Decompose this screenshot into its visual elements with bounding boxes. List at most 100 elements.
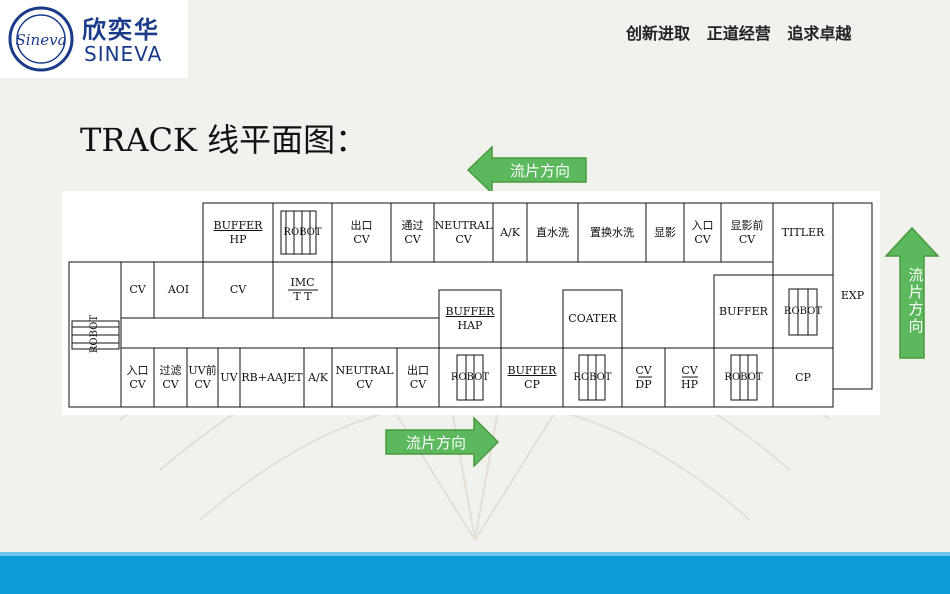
unit-sublabel: CV <box>409 377 427 391</box>
inlet-cv-bottom-unit: 入口 CV <box>121 348 154 407</box>
unit-sublabel: HP <box>229 232 247 246</box>
unit-label: 入口 <box>691 218 714 232</box>
unit-label: ROBOT <box>573 371 612 383</box>
unit-label: CP <box>795 370 811 384</box>
diagram-lines <box>68 202 873 408</box>
unit-sublabel: CV <box>194 377 211 391</box>
brand-name-cn: 欣奕华 <box>82 16 160 44</box>
buffer-hap-unit: BUFFER HAP <box>439 290 501 348</box>
coater-unit: COATER <box>563 290 622 348</box>
inlet-cv-top-unit: 入口 CV <box>684 203 721 262</box>
buffer-cp-unit: BUFFER CP <box>501 348 563 407</box>
unit-sublabel: CV <box>353 232 370 246</box>
footer-bar <box>0 556 950 594</box>
unit-label: ROBOT <box>450 371 490 383</box>
unit-label: BUFFER <box>445 305 495 318</box>
cv-middle-2-unit: CV <box>203 262 273 318</box>
unit-label: 入口 <box>126 363 149 377</box>
neutral-cv-bottom-unit: NEUTRAL CV <box>332 348 397 407</box>
unit-sublabel: CV <box>356 377 373 391</box>
brand-name-en: SINEVA <box>84 42 163 66</box>
logo-script: Sineva <box>15 31 66 49</box>
unit-label: CV <box>129 283 146 296</box>
unit-label: 过滤 <box>159 363 182 377</box>
logo: Sineva 欣奕华 SINEVA <box>0 0 188 78</box>
outlet-cv-top-unit: 出口 CV <box>332 203 391 262</box>
replace-wash-unit: 置换水洗 <box>578 203 646 262</box>
unit-label: NEUTRAL <box>434 218 493 232</box>
unit-label: RB+AAJET <box>241 370 303 384</box>
unit-label: NEUTRAL <box>335 363 394 377</box>
robot-bottom-1-unit: ROBOT <box>439 348 501 407</box>
rb-aajet-unit: RB+AAJET <box>240 348 304 407</box>
unit-label: CV <box>635 363 652 377</box>
robot-top-unit: ROBOT <box>273 203 332 262</box>
uv-unit: UV <box>218 348 240 407</box>
cv-middle-1-unit: CV <box>121 262 154 318</box>
unit-label: TITLER <box>781 226 825 239</box>
unit-label: UV前 <box>188 363 217 377</box>
cv-dp-unit: CV DP <box>622 348 665 407</box>
pre-uv-cv-unit: UV前 CV <box>187 348 218 407</box>
unit-label: A/K <box>308 370 328 384</box>
unit-sublabel: CP <box>524 377 540 391</box>
unit-label: UV <box>220 370 238 384</box>
footer-accent-line <box>0 552 950 556</box>
unit-label: BUFFER <box>213 218 263 232</box>
unit-label: 出口 <box>407 363 429 377</box>
exp-unit: EXP <box>833 203 872 389</box>
unit-label: COATER <box>568 312 617 325</box>
unit-label: ROBOT <box>783 305 823 317</box>
unit-label: 直水洗 <box>536 225 569 239</box>
cp-unit: CP <box>773 348 833 407</box>
buffer-hp-unit: BUFFER HP <box>203 203 273 262</box>
unit-sublabel: CV <box>129 377 146 391</box>
unit-sublabel: CV <box>455 232 472 246</box>
flow-direction-label-bottom: 流片方向 <box>405 433 466 452</box>
direct-wash-unit: 直水洗 <box>527 203 578 262</box>
unit-sublabel: T T <box>293 290 312 303</box>
imc-unit: IMC T T <box>273 262 332 318</box>
buffer-right-unit: BUFFER <box>714 275 773 348</box>
unit-label: EXP <box>840 289 865 302</box>
unit-sublabel: DP <box>635 377 652 391</box>
robot-left-unit: ROBOT <box>69 262 121 407</box>
filter-cv-unit: 过滤 CV <box>154 348 187 407</box>
unit-label: IMC <box>290 276 315 289</box>
unit-label: ROBOT <box>724 371 763 383</box>
robot-right-unit: ROBOT <box>773 275 833 348</box>
unit-label: CV <box>681 363 698 377</box>
unit-label: 置换水洗 <box>590 225 634 239</box>
unit-sublabel: CV <box>404 232 421 246</box>
unit-sublabel: CV <box>162 377 179 391</box>
ak-top-unit: A/K <box>493 203 527 262</box>
cv-hp-unit: CV HP <box>665 348 714 407</box>
unit-label: AOI <box>167 283 190 296</box>
unit-sublabel: HAP <box>457 319 483 332</box>
unit-label: A/K <box>500 225 520 239</box>
unit-label: 出口 <box>350 218 373 232</box>
ak-bottom-unit: A/K <box>304 348 332 407</box>
unit-label: 显影 <box>654 225 676 239</box>
unit-label: ROBOT <box>283 226 322 238</box>
unit-label: BUFFER <box>507 363 557 377</box>
track-layout-diagram: BUFFER HP ROBOT 出口 CV 通过 CV NEUTRAL CV A… <box>62 191 880 415</box>
outlet-cv-bottom-unit: 出口 CV <box>397 348 439 407</box>
unit-label: CV <box>229 283 247 296</box>
unit-sublabel: CV <box>738 232 756 246</box>
unit-label: 显影前 <box>730 218 764 232</box>
robot-bottom-3-unit: ROBOT <box>714 348 773 407</box>
unit-sublabel: HP <box>681 377 698 391</box>
flow-direction-label-right: 流片方向 <box>906 267 925 335</box>
slogan: 创新进取 正道经营 追求卓越 <box>626 24 852 43</box>
page-title: TRACK 线平面图： <box>80 121 368 159</box>
pre-develop-cv-unit: 显影前 CV <box>721 203 773 262</box>
flow-direction-label-top: 流片方向 <box>509 161 570 180</box>
unit-label: 通过 <box>401 218 424 232</box>
flow-arrow-bottom-icon <box>385 416 500 468</box>
logo-emblem-icon: Sineva <box>8 6 74 72</box>
aoi-unit: AOI <box>154 262 203 318</box>
flow-arrow-right-icon <box>884 226 940 359</box>
unit-sublabel: CV <box>694 232 711 246</box>
robot-bottom-2-unit: ROBOT <box>563 348 622 407</box>
